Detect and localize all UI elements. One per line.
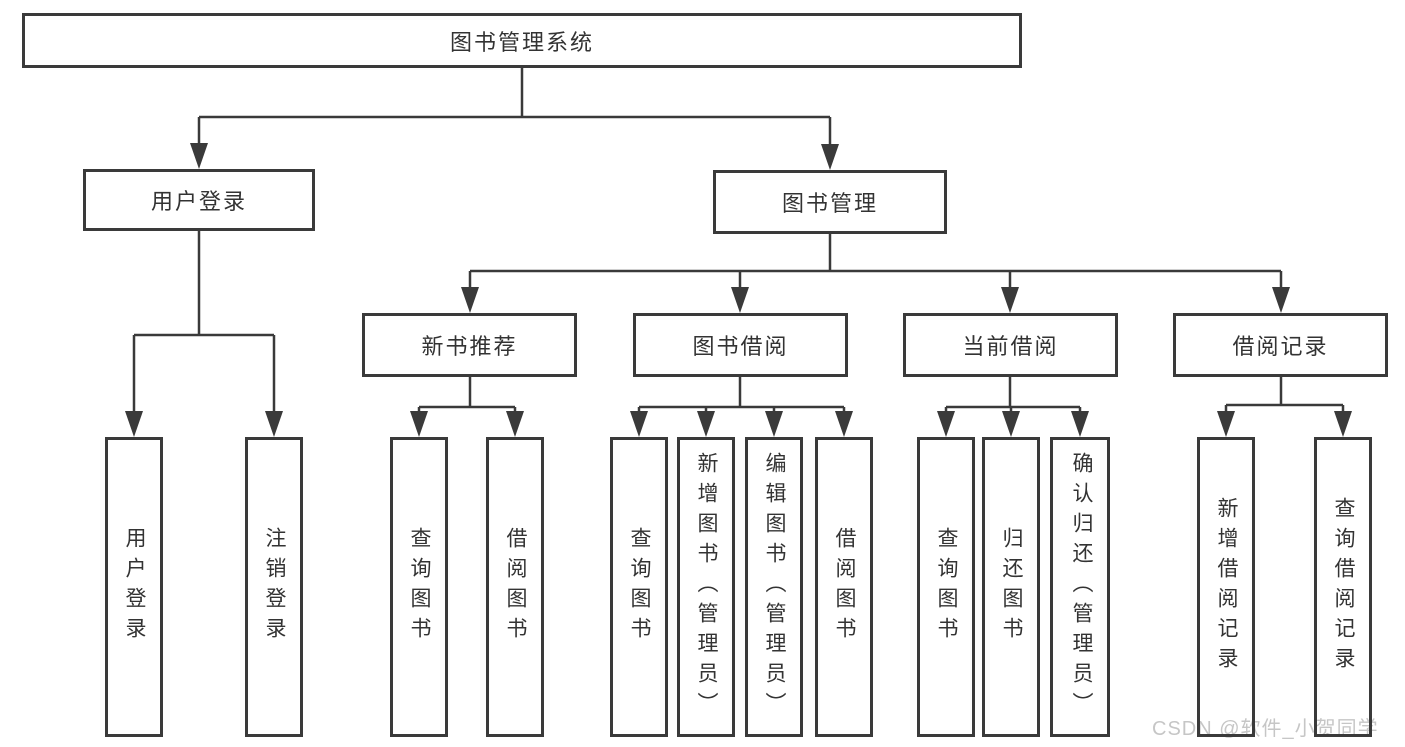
node-user-login: 用户登录: [83, 169, 315, 231]
leaf-bb-add-books-admin: 新增图书（管理员）: [677, 437, 735, 737]
leaf-nb-borrow-books: 借阅图书: [486, 437, 544, 737]
node-book-borrowing: 图书借阅: [633, 313, 848, 377]
csdn-watermark: CSDN @软件_小贺同学: [1152, 718, 1379, 740]
leaf-cb-confirm-return-admin: 确认归还（管理员）: [1050, 437, 1110, 737]
leaf-cb-return-books: 归还图书: [982, 437, 1040, 737]
arrowheads: [125, 143, 1352, 437]
leaf-bb-query-books: 查询图书: [610, 437, 668, 737]
leaf-cb-query-books: 查询图书: [917, 437, 975, 737]
node-current-borrowing: 当前借阅: [903, 313, 1118, 377]
leaf-bb-edit-books-admin: 编辑图书（管理员）: [745, 437, 803, 737]
leaf-bb-borrow-books: 借阅图书: [815, 437, 873, 737]
leaf-logout-login: 注销登录: [245, 437, 303, 737]
node-new-book-recommend: 新书推荐: [362, 313, 577, 377]
node-borrowing-records: 借阅记录: [1173, 313, 1388, 377]
leaf-user-login: 用户登录: [105, 437, 163, 737]
node-book-management: 图书管理: [713, 170, 947, 234]
leaf-br-query-record: 查询借阅记录: [1314, 437, 1372, 737]
leaf-br-add-record: 新增借阅记录: [1197, 437, 1255, 737]
node-library-system: 图书管理系统: [22, 13, 1022, 68]
leaf-nb-query-books: 查询图书: [390, 437, 448, 737]
